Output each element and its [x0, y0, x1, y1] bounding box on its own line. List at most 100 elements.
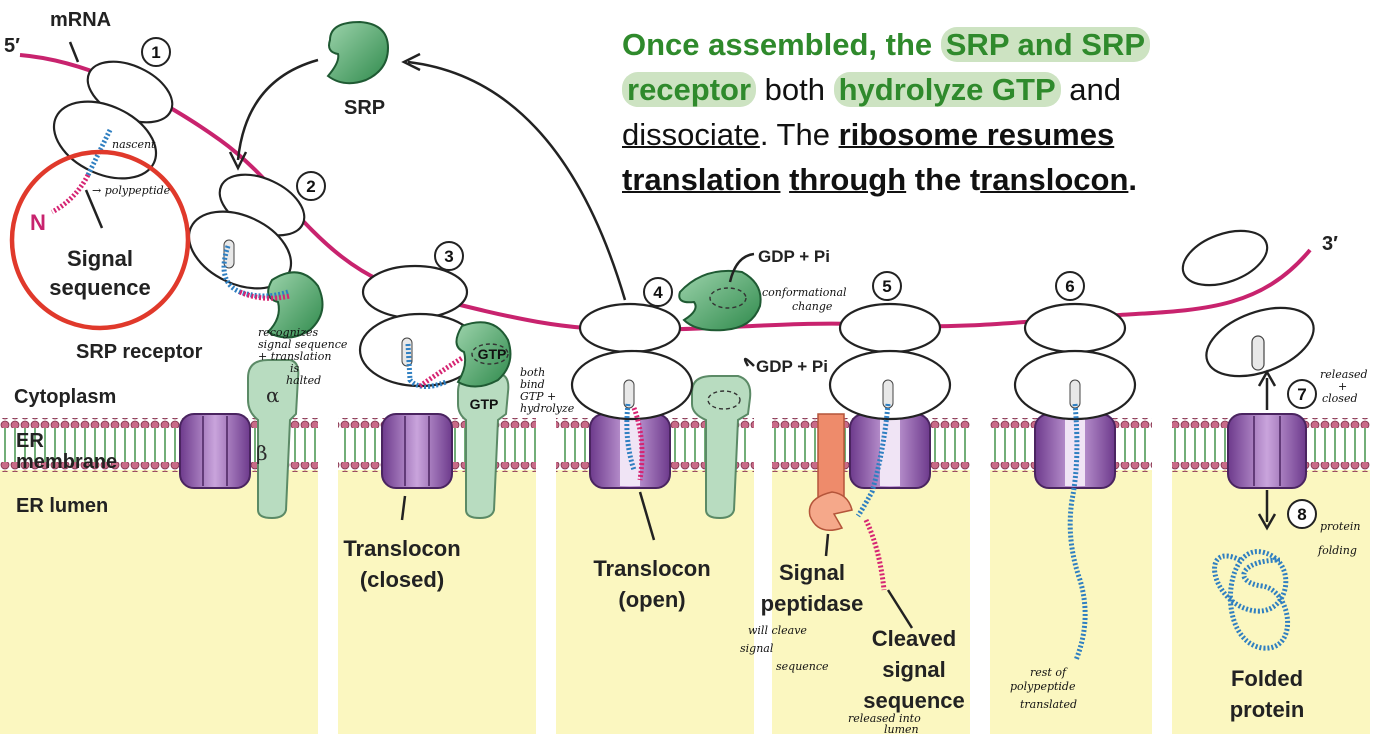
svg-text:folding: folding: [1317, 544, 1357, 557]
svg-text:→ polypeptide: → polypeptide: [92, 184, 171, 197]
alpha-subunit-label: α: [266, 383, 280, 407]
step-7-marker: [1287, 379, 1317, 409]
gtp-receptor-label: GTP: [470, 396, 499, 412]
translocon-1: [179, 413, 251, 489]
step-7-number: 7: [1297, 385, 1306, 404]
step-4-marker: [643, 277, 673, 307]
callout-ribosome-resumes: ribosome resumes: [838, 117, 1115, 152]
step-1-number: 1: [151, 43, 160, 62]
srp-label: SRP: [344, 97, 385, 119]
signal-peptidase-label-2: peptidase: [761, 591, 864, 616]
step-8-number: 8: [1297, 505, 1306, 524]
step-5-number: 5: [882, 277, 891, 296]
signal-sequence-label-2: sequence: [49, 275, 151, 300]
signal-sequence-highlight-circle: [9, 149, 191, 331]
translocon-7: [1227, 413, 1307, 489]
svg-text:halted: halted: [286, 374, 321, 387]
svg-text:is: is: [290, 362, 300, 375]
cleaved-signal-label-1: Cleaved: [872, 626, 956, 651]
callout-part-6: and: [1060, 72, 1121, 107]
svg-text:rest of: rest of: [1030, 666, 1068, 679]
callout-part-4: both: [756, 72, 834, 107]
step-2-marker: [296, 171, 326, 201]
svg-text:conformational: conformational: [762, 286, 847, 299]
callout-receptor-highlight: receptor: [622, 72, 757, 107]
svg-text:will cleave: will cleave: [748, 624, 807, 637]
folded-protein-label-1: Folded: [1231, 666, 1303, 691]
step-8-marker: [1287, 499, 1317, 529]
translocon-open-label-1: Translocon: [593, 556, 710, 581]
svg-text:bind: bind: [520, 378, 545, 391]
translocon-6: [1034, 413, 1116, 489]
five-prime-label: 5′: [4, 35, 20, 57]
svg-text:sequence: sequence: [776, 660, 829, 673]
callout-translation: translation: [622, 162, 781, 197]
folded-protein-label-2: protein: [1230, 697, 1305, 722]
svg-text:protein: protein: [1320, 520, 1360, 533]
handwritten-notes: nascent → polypeptide recognizes signal …: [92, 138, 1368, 736]
svg-text:lumen: lumen: [884, 723, 919, 734]
gtp-srp-label: GTP: [478, 346, 507, 362]
callout-space: [780, 162, 789, 197]
n-terminus-label: N: [30, 210, 46, 235]
gdp-pi-label-srp: GDP + Pi: [758, 247, 830, 266]
translocon-open: [589, 413, 671, 489]
signal-peptidase: [808, 413, 853, 531]
cleaved-signal-label-2: signal: [882, 657, 946, 682]
ribosome-2: [187, 173, 306, 290]
svg-text:GTP +: GTP +: [520, 390, 556, 403]
srp-released-4: [678, 269, 762, 332]
svg-text:nascent: nascent: [112, 138, 156, 151]
svg-text:translated: translated: [1020, 698, 1077, 711]
cleaved-signal-label-3: sequence: [863, 688, 965, 713]
svg-text:released: released: [1320, 368, 1368, 381]
beta-subunit-label: β: [256, 441, 268, 465]
translocon-closed-label-1: Translocon: [343, 536, 460, 561]
callout-period: .: [1128, 162, 1138, 197]
er-lumen-label: ER lumen: [16, 495, 108, 517]
ribosome-7-released: [1181, 229, 1315, 378]
svg-text:recognizes: recognizes: [258, 326, 319, 339]
step-2-number: 2: [306, 177, 315, 196]
srp-receptor-4: [691, 375, 752, 520]
ribosome-3: [358, 264, 482, 388]
svg-text:change: change: [792, 300, 833, 313]
svg-text:+: +: [1338, 380, 1347, 393]
callout-gtp-highlight: hydrolyze GTP: [833, 72, 1061, 107]
cytoplasm-label: Cytoplasm: [14, 386, 116, 408]
svg-text:+ translation: + translation: [258, 350, 331, 363]
callout-through: through: [789, 162, 907, 197]
ribosome-6: [1013, 302, 1137, 421]
step-6-number: 6: [1065, 277, 1074, 296]
svg-text:signal sequence: signal sequence: [258, 338, 348, 351]
er-membrane-label-1: ER: [16, 430, 44, 452]
callout-part-1: Once assembled, the: [622, 27, 933, 62]
callout-srp-highlight: SRP and SRP: [940, 27, 1151, 62]
srp-receptor-1: [247, 359, 300, 520]
svg-text:hydrolyze: hydrolyze: [520, 402, 575, 415]
svg-text:released into: released into: [848, 712, 921, 725]
callout-part-8: . The: [759, 117, 839, 152]
srp-free: [326, 20, 390, 85]
callout-dissociate: dissociate: [622, 117, 760, 152]
callout-translocon: ranslocon: [980, 162, 1129, 197]
svg-text:signal: signal: [740, 642, 774, 655]
translocon-closed: [381, 413, 453, 489]
step-4-number: 4: [653, 283, 663, 302]
signal-peptidase-label-1: Signal: [779, 560, 845, 585]
svg-text:polypeptide: polypeptide: [1010, 680, 1076, 693]
translocon-5: [849, 413, 931, 489]
srp-bound-3: [455, 321, 512, 388]
srp-bound-2: [266, 271, 324, 339]
svg-text:closed: closed: [1322, 392, 1358, 405]
mrna-label: mRNA: [50, 9, 111, 31]
three-prime-label: 3′: [1322, 233, 1338, 255]
translocon-open-label-2: (open): [618, 587, 685, 612]
translocon-closed-label-2: (closed): [360, 567, 444, 592]
callout-part-13: the t: [906, 162, 981, 197]
er-lumen-panels: [0, 470, 1370, 734]
svg-text:both: both: [520, 366, 545, 379]
